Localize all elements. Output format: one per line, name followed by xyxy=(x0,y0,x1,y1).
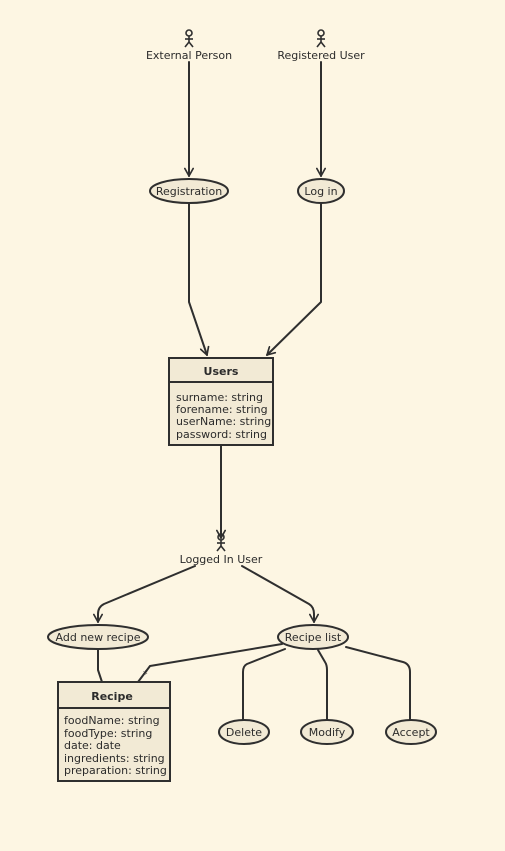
class-attribute: foodType: string xyxy=(64,727,152,740)
use-case-log-in: Log in xyxy=(297,178,345,204)
actor-label: Registered User xyxy=(277,49,365,62)
class-attribute: userName: string xyxy=(176,415,271,428)
use-case-label: Modify xyxy=(309,726,346,739)
class-title: Users xyxy=(204,365,239,378)
edge-log-in-to-users xyxy=(266,203,322,356)
use-case-recipe-list: Recipe list xyxy=(277,624,349,650)
use-case-label: Accept xyxy=(392,726,430,739)
use-case-label: Add new recipe xyxy=(56,631,141,644)
class-attribute: preparation: string xyxy=(64,764,167,777)
class-attribute: foodName: string xyxy=(64,714,160,727)
actor-label: External Person xyxy=(146,49,232,62)
class-attribute: date: date xyxy=(64,739,121,752)
edge-registration-to-users xyxy=(188,203,210,356)
use-case-modify: Modify xyxy=(300,719,354,745)
class-title: Recipe xyxy=(91,690,133,703)
class-attribute: forename: string xyxy=(176,403,268,416)
use-case-accept: Accept xyxy=(385,719,437,745)
class-users: Users surname: string forename: string u… xyxy=(168,357,274,446)
actor-logged-in-user: Logged In User xyxy=(180,533,263,566)
use-case-label: Registration xyxy=(156,185,222,198)
edge-recipe-list-to-modify xyxy=(317,649,328,721)
use-case-label: Delete xyxy=(226,726,262,739)
stick-figure-icon xyxy=(316,29,326,48)
actor-label: Logged In User xyxy=(180,553,263,566)
use-case-label: Log in xyxy=(304,185,337,198)
use-case-add-new-recipe: Add new recipe xyxy=(47,624,149,650)
class-attribute: surname: string xyxy=(176,391,263,404)
actor-registered-user: Registered User xyxy=(277,29,365,62)
edge-recipe-list-to-accept xyxy=(345,646,411,721)
actor-external-person: External Person xyxy=(146,29,232,62)
multiplicity-label: * xyxy=(143,670,148,680)
edge-recipe-list-to-recipe xyxy=(137,643,283,683)
class-attribute: ingredients: string xyxy=(64,752,165,765)
stick-figure-icon xyxy=(216,533,226,552)
use-case-label: Recipe list xyxy=(285,631,342,644)
edge-add-new-recipe-to-recipe xyxy=(97,649,103,683)
use-case-registration: Registration xyxy=(149,178,229,204)
class-recipe: Recipe foodName: string foodType: string… xyxy=(57,681,171,782)
edge-logged-in-user-to-add-new-recipe xyxy=(93,565,196,623)
edge-logged-in-user-to-recipe-list xyxy=(241,565,319,623)
use-case-delete: Delete xyxy=(218,719,270,745)
edge-recipe-list-to-delete xyxy=(242,648,286,721)
class-attribute: password: string xyxy=(176,428,267,441)
stick-figure-icon xyxy=(184,29,194,48)
edges xyxy=(93,61,411,721)
